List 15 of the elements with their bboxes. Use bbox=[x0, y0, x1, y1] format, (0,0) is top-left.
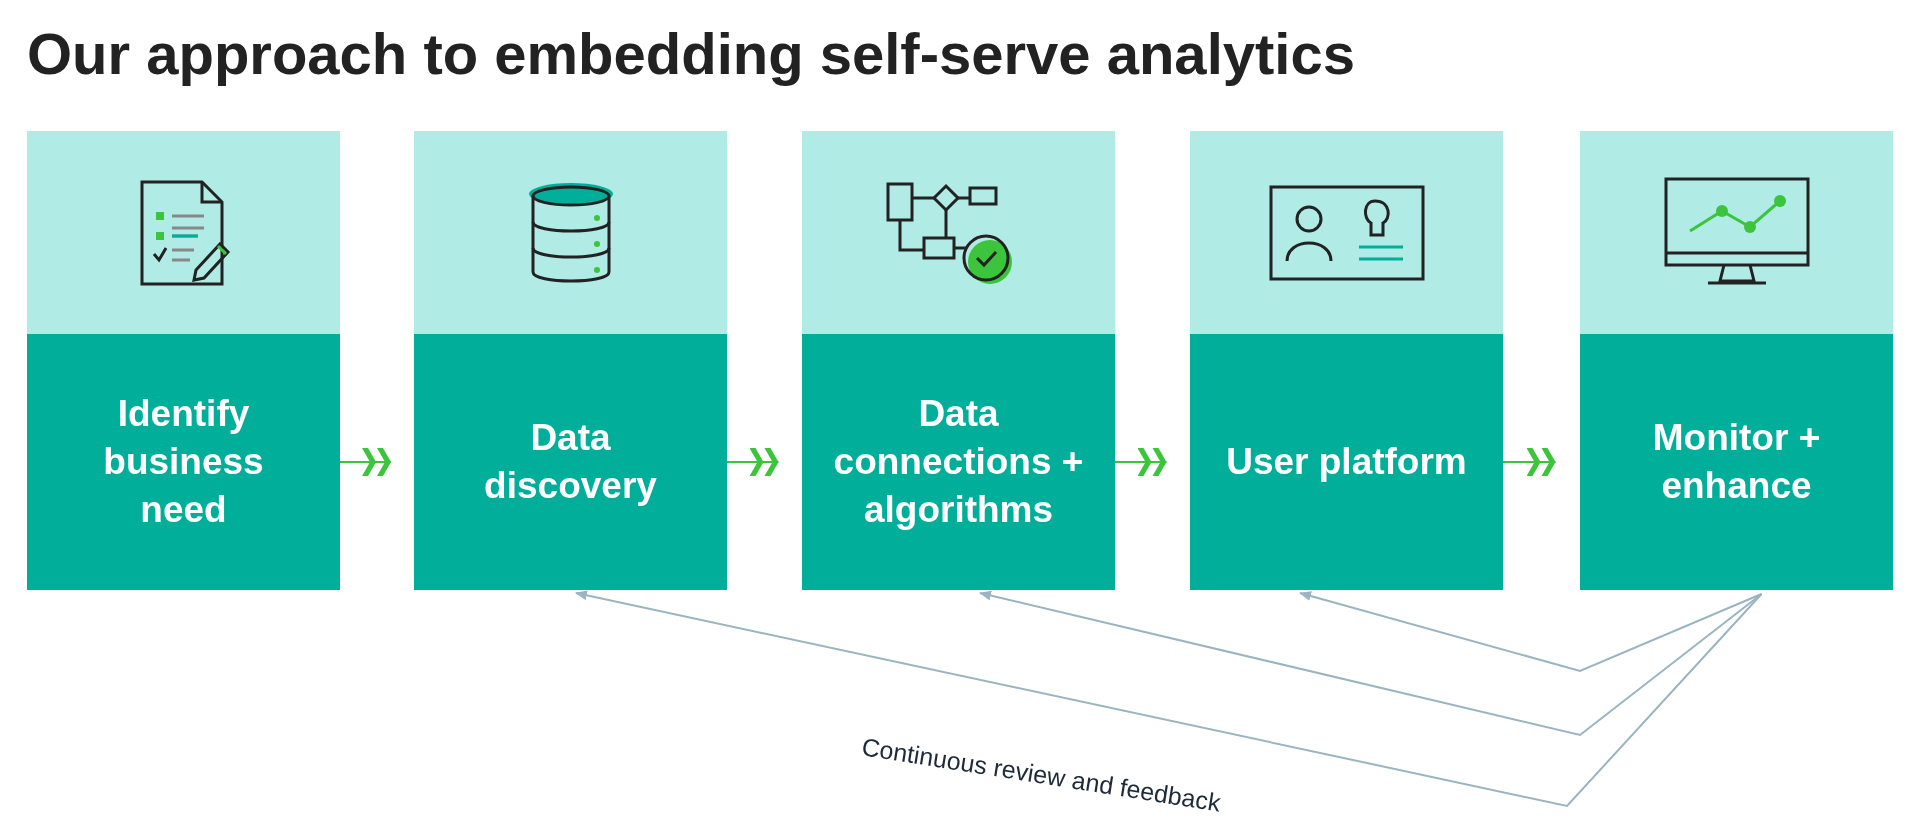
step-card bbox=[27, 131, 340, 590]
step-label: Data connections + algorithms bbox=[833, 391, 1084, 533]
feedback-arrow bbox=[1299, 591, 1763, 673]
step-card bbox=[414, 131, 727, 590]
title: Our approach to embedding self-serve analytics bbox=[27, 20, 1355, 88]
feedback-arrow bbox=[979, 590, 1763, 737]
step-card bbox=[802, 131, 1115, 590]
step-label: Identify business need bbox=[102, 391, 265, 533]
step-label: Monitor + enhance bbox=[1651, 415, 1822, 508]
arrow-caption: Continuous review and feedback bbox=[859, 731, 1224, 819]
feedback-arrow bbox=[575, 590, 1763, 808]
step-card bbox=[1190, 131, 1503, 590]
step-label: Data discovery bbox=[483, 415, 658, 508]
step-label: User platform bbox=[1226, 439, 1467, 484]
step-card bbox=[1580, 131, 1893, 590]
